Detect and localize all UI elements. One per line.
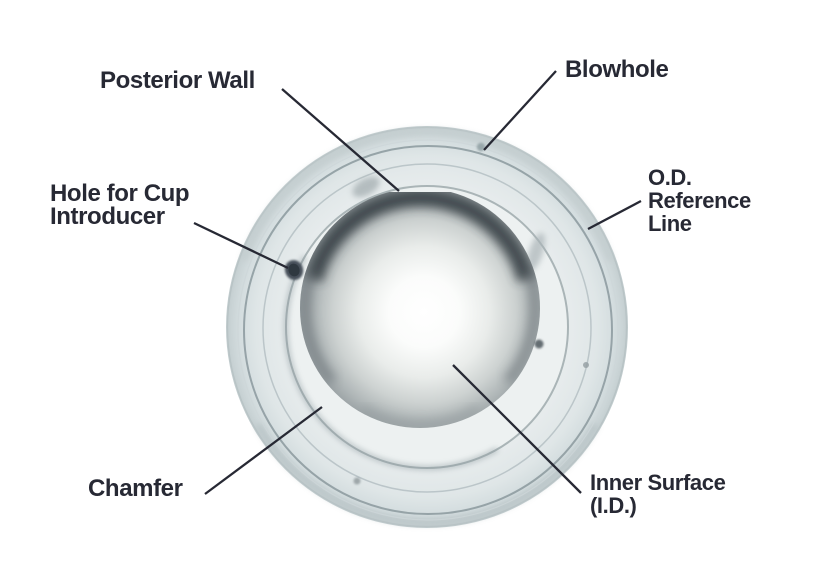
leader-chamfer	[204, 406, 323, 495]
introducer-slot-notch-left	[352, 176, 380, 198]
cavity-top-shadow	[305, 192, 535, 282]
leader-blowhole	[483, 70, 557, 151]
label-inner-surface: Inner Surface (I.D.)	[590, 470, 726, 518]
label-posterior-wall: Posterior Wall	[100, 67, 255, 94]
cavity-left-shade	[301, 267, 337, 385]
label-od-reference-line: O.D. Reference Line	[648, 165, 751, 236]
inner-surface-shading	[301, 192, 539, 429]
blowhole-mark	[476, 142, 486, 152]
outer-edge-line	[226, 126, 628, 528]
step-edge-shadow	[284, 255, 499, 470]
cavity-bottom-rim	[360, 405, 480, 429]
cup-introducer-hole-core	[288, 263, 300, 277]
od-reference-line-mark	[243, 145, 613, 515]
cavity-right-shade	[503, 267, 539, 385]
leader-od-reference-line	[587, 199, 642, 231]
label-hole-for-cup-introducer: Hole for Cup Introducer	[50, 180, 190, 230]
small-dimple-right	[583, 362, 589, 368]
label-chamfer: Chamfer	[88, 475, 183, 502]
od-groove-highlight	[237, 139, 619, 521]
introducer-slot-notch-right	[526, 232, 546, 272]
leader-posterior-wall	[281, 88, 400, 192]
small-dimple-bottom	[353, 477, 361, 485]
label-blowhole: Blowhole	[565, 56, 669, 83]
outer-edge-shade-top	[240, 128, 614, 262]
inner-surface-sphere	[300, 192, 541, 429]
leader-hole-for-cup-introducer	[193, 221, 289, 270]
leader-inner-surface	[452, 364, 582, 494]
leader-lines	[193, 70, 642, 495]
inner-groove-line	[262, 163, 592, 493]
small-hole-right	[534, 339, 544, 349]
